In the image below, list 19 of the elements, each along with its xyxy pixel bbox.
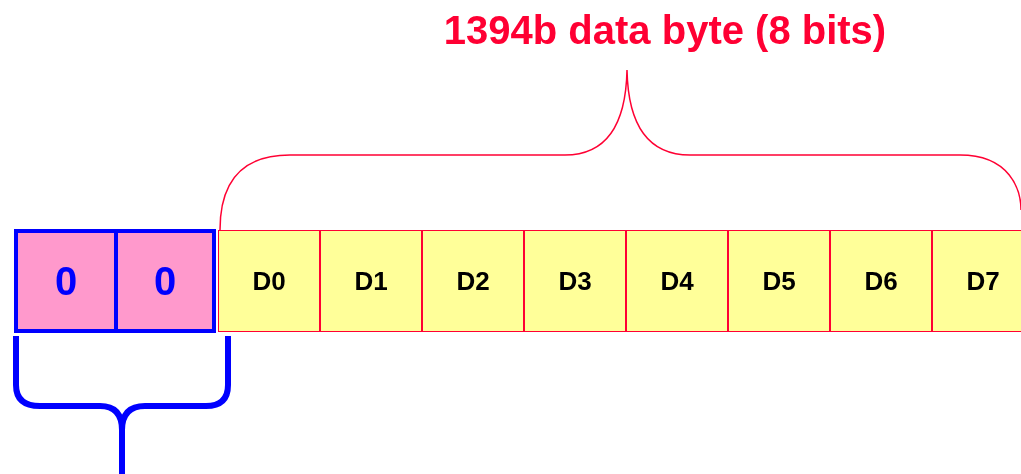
bit-cell — [830, 230, 932, 332]
bit-label: 0 — [54, 258, 78, 305]
bit-cell — [524, 230, 626, 332]
bit-cell — [626, 230, 728, 332]
bit-label: D1 — [354, 264, 388, 298]
bit-label: D6 — [864, 264, 898, 298]
bit-label: 0 — [153, 258, 177, 305]
bit-cell — [728, 230, 830, 332]
bit-label: D5 — [762, 264, 796, 298]
bit-label: D7 — [966, 264, 1000, 298]
bit-label: D3 — [558, 264, 592, 298]
bit-cell — [422, 230, 524, 332]
bit-label: D2 — [456, 264, 490, 298]
bit-cell — [320, 230, 422, 332]
bit-cell — [218, 230, 320, 332]
bit-label: D4 — [660, 264, 694, 298]
bit-cell — [932, 230, 1021, 332]
title: 1394b data byte (8 bits) — [442, 7, 888, 54]
bit-label: D0 — [252, 264, 286, 298]
